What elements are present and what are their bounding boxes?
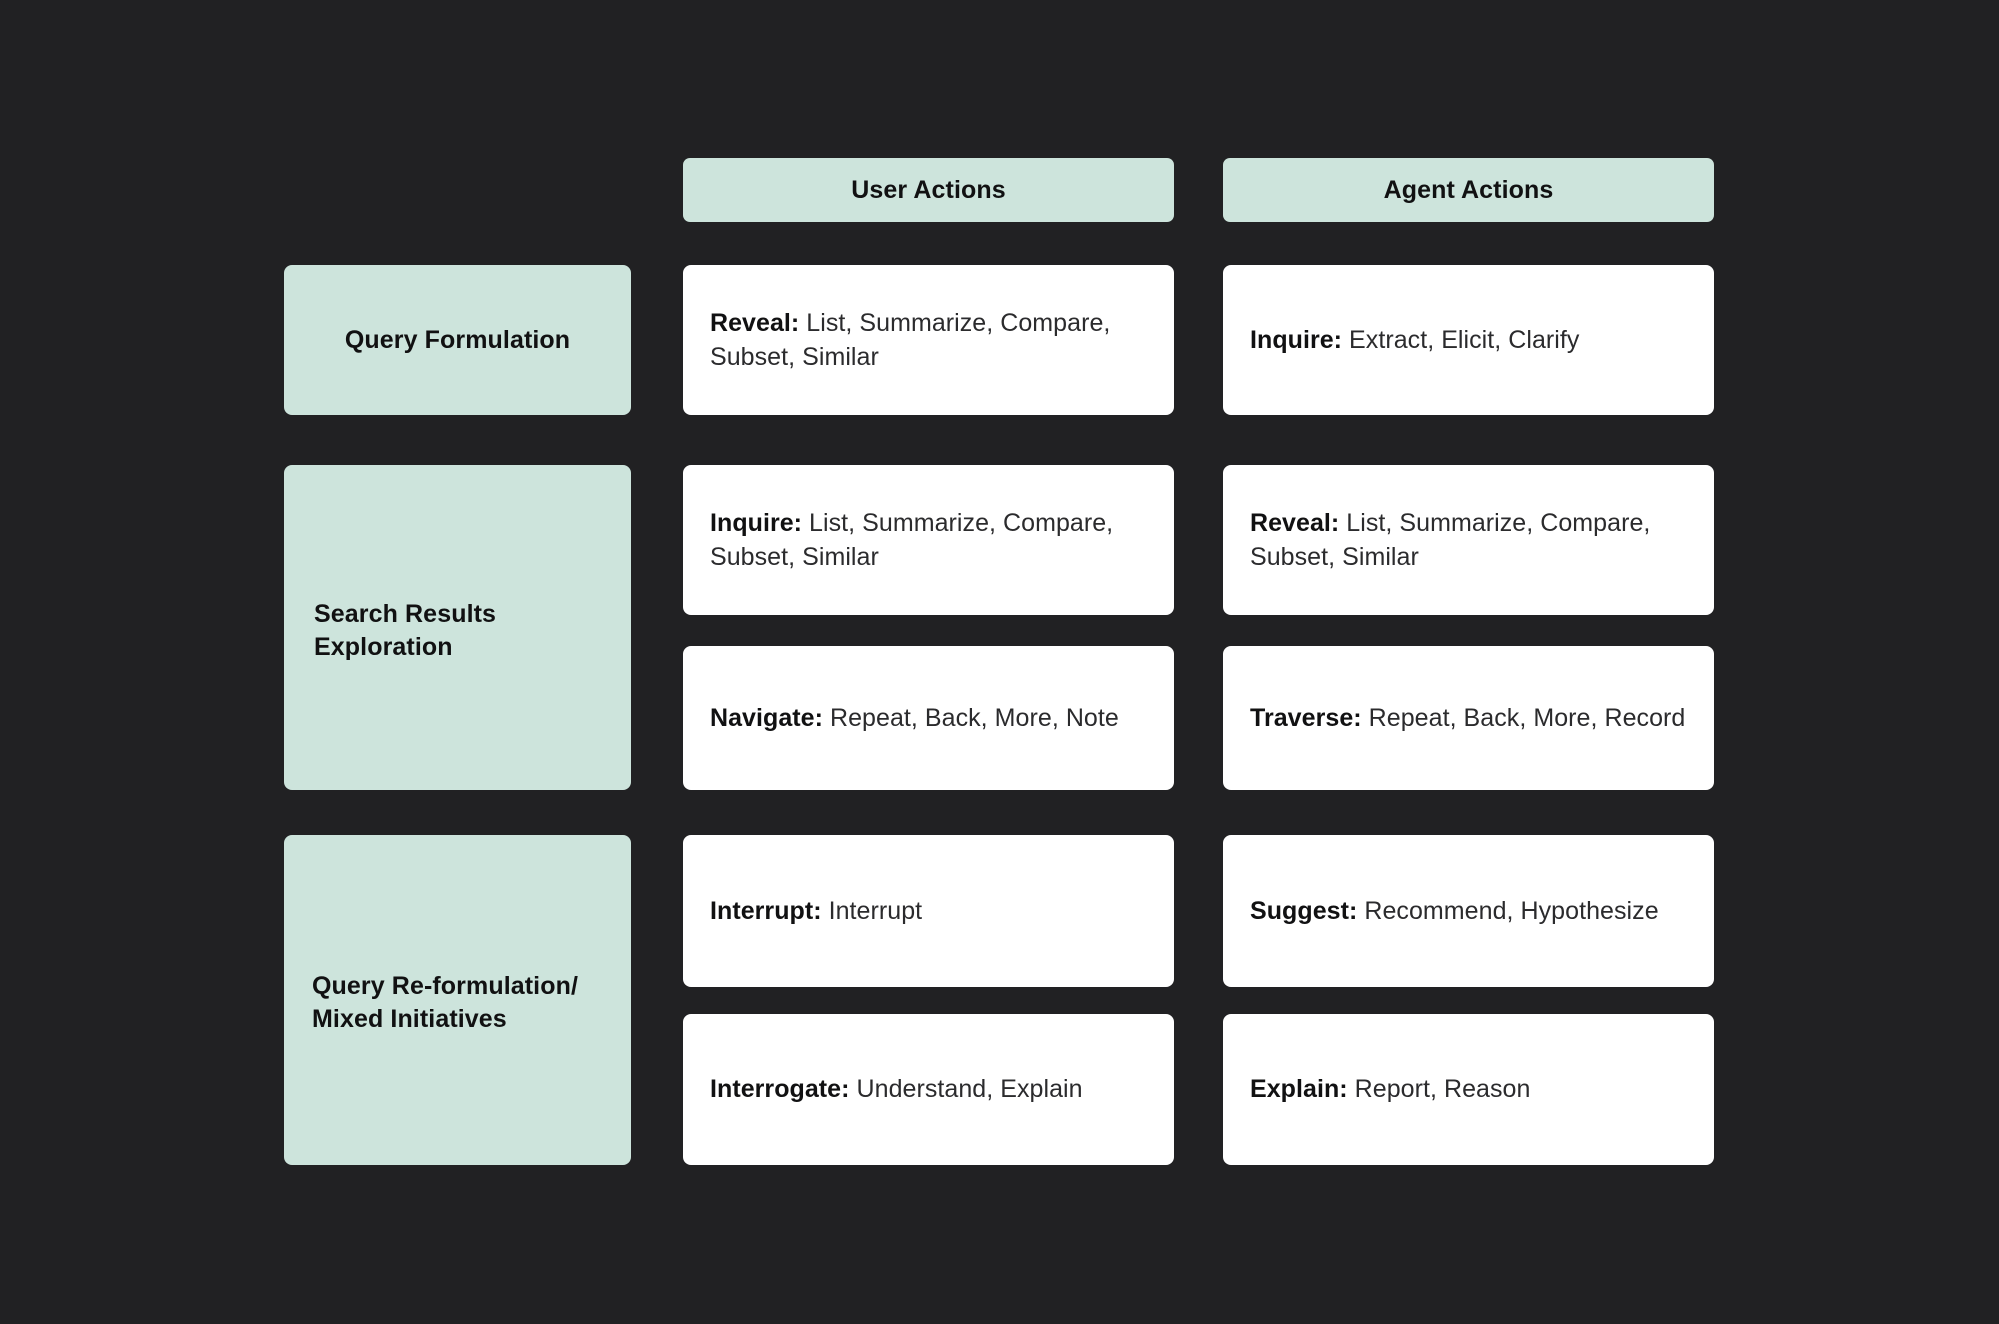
card-text: Inquire: Extract, Elicit, Clarify <box>1250 323 1579 358</box>
card-text: Navigate: Repeat, Back, More, Note <box>710 701 1119 736</box>
column-header-user-actions: User Actions <box>683 158 1174 222</box>
card-lead: Navigate: <box>710 703 823 732</box>
card-user-query-formulation-0: Reveal: List, Summarize, Compare, Subset… <box>683 265 1174 415</box>
column-header-agent-actions: Agent Actions <box>1223 158 1714 222</box>
card-lead: Reveal: <box>1250 508 1340 537</box>
card-lead: Traverse: <box>1250 703 1362 732</box>
card-agent-search-results-exploration-0: Reveal: List, Summarize, Compare, Subset… <box>1223 465 1714 615</box>
card-text: Traverse: Repeat, Back, More, Record <box>1250 701 1685 736</box>
card-text: Interrupt: Interrupt <box>710 894 922 929</box>
card-items: List, Summarize, Compare, Subset, Simila… <box>1250 508 1651 572</box>
card-items: Repeat, Back, More, Note <box>823 703 1119 732</box>
row-label-query-reformulation-mixed-initiatives: Query Re-formulation/ Mixed Initiatives <box>284 835 631 1165</box>
card-lead: Suggest: <box>1250 896 1358 925</box>
card-user-search-results-exploration-0: Inquire: List, Summarize, Compare, Subse… <box>683 465 1174 615</box>
card-agent-query-reformulation-0: Suggest: Recommend, Hypothesize <box>1223 835 1714 987</box>
card-agent-search-results-exploration-1: Traverse: Repeat, Back, More, Record <box>1223 646 1714 790</box>
card-items: Report, Reason <box>1347 1075 1531 1104</box>
card-lead: Reveal: <box>710 308 800 337</box>
card-text: Interrogate: Understand, Explain <box>710 1072 1083 1107</box>
card-lead: Interrogate: <box>710 1075 850 1104</box>
row-label-text: Query Re-formulation/ Mixed Initiatives <box>312 972 579 1033</box>
row-label-query-formulation: Query Formulation <box>284 265 631 415</box>
card-items: Interrupt <box>821 896 923 925</box>
row-label-search-results-exploration: Search Results Exploration <box>284 465 631 790</box>
row-label-text: Query Formulation <box>344 325 571 354</box>
card-user-query-reformulation-1: Interrogate: Understand, Explain <box>683 1014 1174 1165</box>
card-agent-query-reformulation-1: Explain: Report, Reason <box>1223 1014 1714 1165</box>
card-user-query-reformulation-0: Interrupt: Interrupt <box>683 835 1174 987</box>
card-text: Explain: Report, Reason <box>1250 1072 1530 1107</box>
card-lead: Inquire: <box>710 508 803 537</box>
column-header-label: User Actions <box>851 175 1006 204</box>
card-lead: Explain: <box>1250 1075 1348 1104</box>
column-header-label: Agent Actions <box>1383 175 1554 204</box>
card-items: Understand, Explain <box>849 1075 1083 1104</box>
card-lead: Interrupt: <box>710 896 822 925</box>
card-text: Reveal: List, Summarize, Compare, Subset… <box>1250 506 1687 575</box>
card-lead: Inquire: <box>1250 325 1343 354</box>
card-items: List, Summarize, Compare, Subset, Simila… <box>710 508 1114 572</box>
card-items: Recommend, Hypothesize <box>1357 896 1659 925</box>
card-text: Inquire: List, Summarize, Compare, Subse… <box>710 506 1147 575</box>
card-agent-query-formulation-0: Inquire: Extract, Elicit, Clarify <box>1223 265 1714 415</box>
card-items: Extract, Elicit, Clarify <box>1342 325 1580 354</box>
card-text: Reveal: List, Summarize, Compare, Subset… <box>710 306 1147 375</box>
card-text: Suggest: Recommend, Hypothesize <box>1250 894 1659 929</box>
row-label-text: Search Results Exploration <box>314 600 497 661</box>
card-items: Repeat, Back, More, Record <box>1361 703 1686 732</box>
card-items: List, Summarize, Compare, Subset, Simila… <box>710 308 1111 372</box>
card-user-search-results-exploration-1: Navigate: Repeat, Back, More, Note <box>683 646 1174 790</box>
